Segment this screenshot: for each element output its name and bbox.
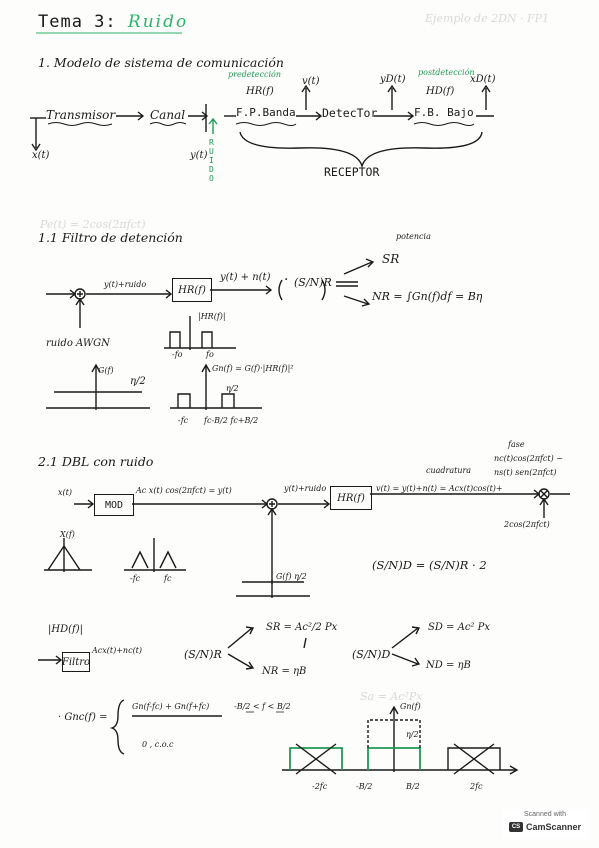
block-fb-bajo: F.B. Bajo <box>414 106 474 119</box>
label-hr: HR(f) <box>246 86 274 97</box>
label-hr-magnitude: |HR(f)| <box>198 312 226 321</box>
label-eta2-small: η/2 <box>406 730 419 739</box>
label-posB2: B/2 <box>406 782 420 791</box>
sr-symbol: SR <box>382 252 400 266</box>
filter-box-label: HR(f) <box>337 492 365 504</box>
section-heading: 1.1 Filtro de detención <box>38 230 183 245</box>
snr-r: (S/N)R <box>294 276 332 289</box>
camscanner-badge: Scanned with CS CamScanner <box>502 809 588 839</box>
label-x: x(t) <box>58 488 72 497</box>
ghost-text: Pe(t) = 2cos(2πfct) <box>40 218 146 231</box>
section-heading: 1. Modelo de sistema de comunicación <box>38 55 284 70</box>
label-neg-fo: -fo <box>172 350 183 359</box>
label-neg2fc: -2fc <box>312 782 328 791</box>
label-fase: fase <box>508 440 525 449</box>
block-fp-banda: F.P.Banda <box>236 106 296 119</box>
label-eta2-small: η/2 <box>226 384 239 393</box>
camscanner-brand: CS CamScanner <box>502 820 588 834</box>
label-receptor: RECEPTOR <box>324 165 380 179</box>
filtro-box: Filtro <box>62 652 90 672</box>
block-transmisor: Transmisor <box>46 108 116 122</box>
label-ac-line: Ac x(t) cos(2πfct) = y(t) <box>136 486 232 495</box>
label-hd: HD(f) <box>426 86 455 97</box>
label-negB2: -B/2 <box>356 782 373 791</box>
label-v-line: v(t) = y(t)+n(t) = Acx(t)cos(t)+ <box>376 484 503 493</box>
nr-equation: NR = ηB <box>262 666 307 677</box>
label-cuadratura: cuadratura <box>426 466 472 475</box>
label-g-eta: G(f) η/2 <box>276 572 307 581</box>
page-title: Tema 3: Ruido <box>38 12 188 32</box>
label-fc-band: fc-B/2 fc+B/2 <box>204 416 259 425</box>
camscanner-logo-icon: CS <box>508 822 523 832</box>
label-psd-g: G(f) <box>98 366 114 375</box>
snr-bullet: · <box>284 272 289 288</box>
label-hd: |HD(f)| <box>48 624 83 635</box>
label-pos-fc: fc <box>164 574 172 583</box>
nd-equation: ND = ηB <box>426 660 471 671</box>
filter-box-hr: HR(f) <box>330 486 372 510</box>
label-neg-fc: -fc <box>130 574 141 583</box>
title-accent: Ruido <box>127 12 189 32</box>
block-detector: DetecTor <box>322 106 378 120</box>
label-input: y(t)+ruido <box>104 280 147 289</box>
label-postdeteccion: postdetección <box>418 68 475 77</box>
label-neg-fc: -fc <box>178 416 189 425</box>
label-potencia: potencia <box>396 232 431 241</box>
mod-label: MOD <box>104 499 124 511</box>
snr-equation: (S/N)D = (S/N)R · 2 <box>372 558 487 572</box>
label-ns: ns(t) sen(2πfct) <box>494 468 557 477</box>
ruido-vertical-label: RUIDO <box>209 138 214 183</box>
label-nc: nc(t)cos(2πfct) − <box>494 454 563 463</box>
camscanner-brand-text: CamScanner <box>525 822 582 832</box>
label-y: y(t) <box>190 150 208 161</box>
sr-equation: SR = Ac²/2 Px <box>266 622 338 633</box>
filter-box-label: HR(f) <box>178 284 206 296</box>
nr-equation: NR = ∫Gn(f)df = Bη <box>372 290 483 303</box>
scanned-with-text: Scanned with <box>523 811 567 818</box>
gn-condition: -B/2 < f < B/2 <box>234 702 291 711</box>
section-heading: 2.1 DBL con ruido <box>38 454 154 469</box>
label-predeteccion: predetección <box>228 70 281 79</box>
label-pos-fo: fo <box>206 350 214 359</box>
label-x: x(t) <box>32 150 50 161</box>
label-output: y(t) + n(t) <box>220 272 271 283</box>
label-eta2: η/2 <box>130 376 146 387</box>
label-acx: Acx(t)+nc(t) <box>92 646 143 655</box>
label-gn-axis: Gn(f) <box>400 702 421 711</box>
label-v: v(t) <box>302 76 320 87</box>
gn-zero: 0 , c.o.c <box>142 740 174 749</box>
filtro-label: Filtro <box>61 656 91 668</box>
block-canal: Canal <box>150 108 186 122</box>
label-pos2fc: 2fc <box>470 782 483 791</box>
snr-r: (S/N)R <box>184 648 222 661</box>
label-xf: X(f) <box>60 530 75 539</box>
gn-equation: Gn(f) = G(f)·|HR(f)|² <box>212 364 294 373</box>
gn-top-expression: Gn(f-fc) + Gn(f+fc) <box>132 702 210 711</box>
ghost-header: Ejemplo de 2DN · FP1 <box>425 12 550 25</box>
label-yd: yD(t) <box>380 74 406 85</box>
ghost-text: Sa = Ac²Px <box>360 690 423 703</box>
snr-d: (S/N)D <box>352 648 391 661</box>
label-y-ruido: y(t)+ruido <box>284 484 327 493</box>
mod-box: MOD <box>94 494 134 516</box>
label-cos2: 2cos(2πfct) <box>504 520 550 529</box>
label-ruido-awgn: ruido AWGN <box>46 338 110 349</box>
sd-equation: SD = Ac² Px <box>428 622 490 633</box>
label-xd: xD(t) <box>470 74 496 85</box>
gn-definition: · Gnc(f) = <box>58 712 108 723</box>
title-main: Tema 3: <box>38 12 117 32</box>
